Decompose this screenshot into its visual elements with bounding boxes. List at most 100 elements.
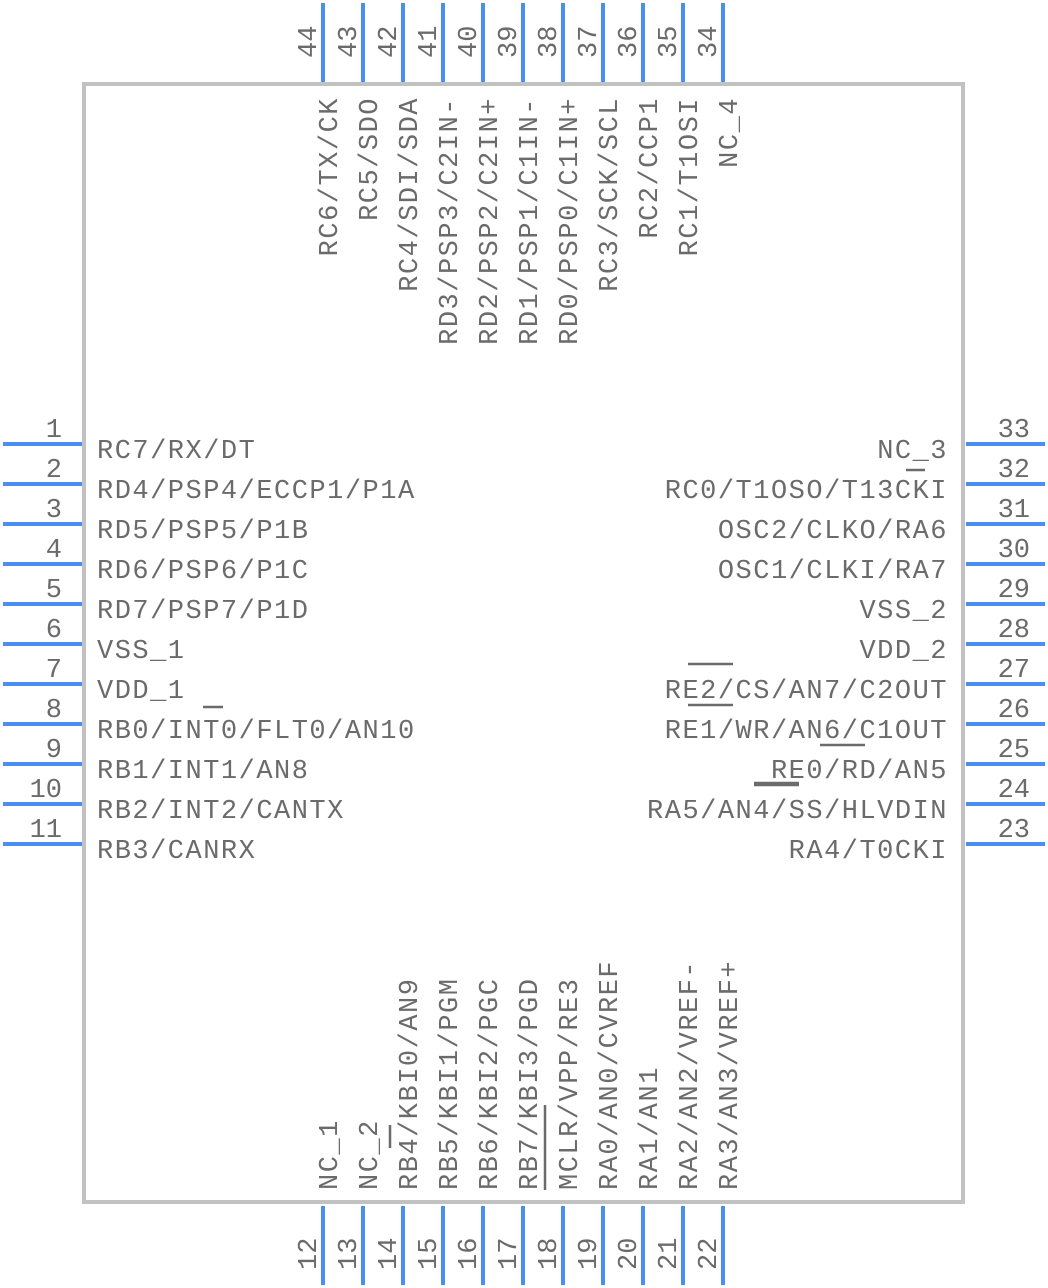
pin-number: 10	[30, 776, 62, 806]
pin-number: 26	[998, 696, 1030, 726]
pin-label: RA4/T0CKI	[789, 837, 948, 867]
pin-16: 16 RB6/KBI2/PGC	[455, 978, 506, 1285]
pin-label: RB5/KBI1/PGM	[436, 978, 466, 1190]
pin-15: 15 RB5/KBI1/PGM	[415, 978, 466, 1285]
pin-label: RA0/AN0/CVREF	[596, 960, 626, 1190]
pin-label: RC4/SDI/SDA	[396, 97, 426, 292]
pin-label: RB7/KBI3/PGD	[516, 978, 546, 1190]
pin-19: 19 RA0/AN0/CVREF	[575, 960, 626, 1285]
pin-number: 36	[615, 26, 645, 58]
pin-label: RC2/CCP1	[636, 97, 666, 239]
pin-label: RC0/T1OSO/T13CKI	[665, 477, 948, 507]
pin-number: 14	[375, 1238, 405, 1270]
pin-number: 28	[998, 616, 1030, 646]
pin-number: 21	[655, 1238, 685, 1270]
pin-label: RC7/RX/DT	[97, 437, 256, 467]
pin-number: 3	[46, 496, 62, 526]
pin-label: RA2/AN2/VREF-	[676, 960, 706, 1190]
pin-number: 34	[695, 26, 725, 58]
pin-number: 38	[535, 26, 565, 58]
pin-label: RD2/PSP2/C2IN+	[476, 97, 506, 345]
pin-label: RC5/SDO	[356, 97, 386, 221]
pin-label: RC1/T1OSI	[676, 97, 706, 256]
pin-label: NC_3	[877, 437, 948, 467]
pin-label: RD5/PSP5/P1B	[97, 517, 309, 547]
pin-label: NC_4	[716, 97, 746, 168]
pin-label: RA1/AN1	[636, 1066, 666, 1190]
pin-label: VDD_1	[97, 677, 186, 707]
pin-number: 41	[415, 26, 445, 58]
pin-number: 7	[46, 656, 62, 686]
pin-label: RB6/KBI2/PGC	[476, 978, 506, 1190]
pin-number: 27	[998, 656, 1030, 686]
pin-number: 35	[655, 26, 685, 58]
pin-number: 5	[46, 576, 62, 606]
pin-label: RA5/AN4/SS/HLVDIN	[647, 797, 948, 827]
pin-label: RE0/RD/AN5	[771, 757, 948, 787]
pin-label: VSS_2	[859, 597, 948, 627]
pin-number: 29	[998, 576, 1030, 606]
pin-label: RE1/WR/AN6/C1OUT	[665, 717, 948, 747]
pin-label: RD3/PSP3/C2IN-	[436, 97, 466, 345]
pin-number: 44	[295, 26, 325, 58]
pin-number: 1	[46, 416, 62, 446]
signal-overbars	[203, 468, 925, 1190]
pin-18: 18 MCLR/VPP/RE3	[535, 978, 586, 1285]
pin-number: 6	[46, 616, 62, 646]
pin-label: RB3/CANRX	[97, 837, 256, 867]
pin-number: 40	[455, 26, 485, 58]
pin-label: VSS_1	[97, 637, 186, 667]
pin-label: VDD_2	[859, 637, 948, 667]
pin-label: RE2/CS/AN7/C2OUT	[665, 677, 948, 707]
pin-label: RD4/PSP4/ECCP1/P1A	[97, 477, 416, 507]
pin-number: 9	[46, 736, 62, 766]
pin-number: 22	[695, 1238, 725, 1270]
pin-number: 19	[575, 1238, 605, 1270]
pin-number: 24	[998, 776, 1030, 806]
pin-label: RB2/INT2/CANTX	[97, 797, 345, 827]
pins-left: 1RC7/RX/DT2RD4/PSP4/ECCP1/P1A3RD5/PSP5/P…	[3, 416, 416, 867]
pin-number: 33	[998, 416, 1030, 446]
pin-number: 18	[535, 1238, 565, 1270]
pin-number: 13	[335, 1238, 365, 1270]
pin-label: MCLR/VPP/RE3	[556, 978, 586, 1190]
pin-number: 23	[998, 816, 1030, 846]
pin-number: 16	[455, 1238, 485, 1270]
pin-number: 37	[575, 26, 605, 58]
pin-number: 15	[415, 1238, 445, 1270]
pin-number: 39	[495, 26, 525, 58]
pin-label: OSC1/CLKI/RA7	[718, 557, 948, 587]
pin-number: 43	[335, 26, 365, 58]
